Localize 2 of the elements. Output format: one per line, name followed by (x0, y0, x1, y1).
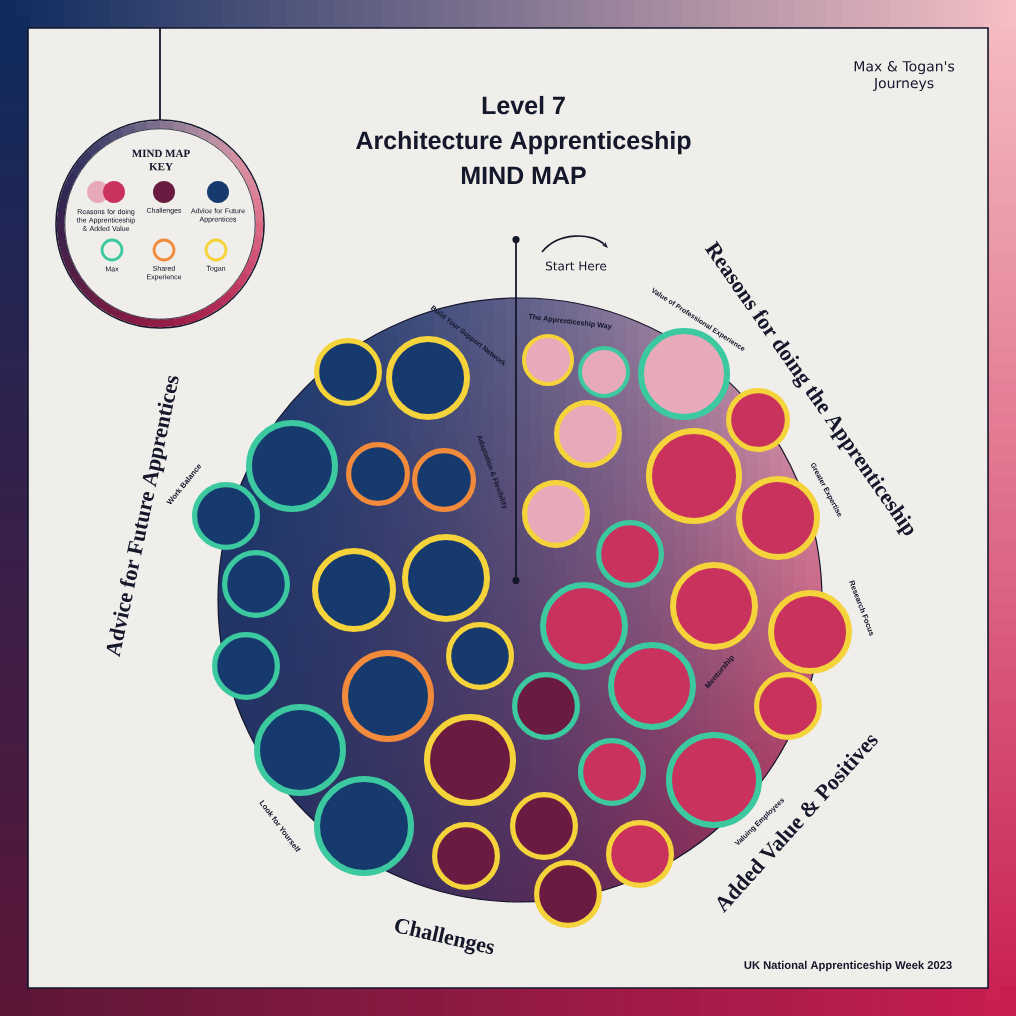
title: Level 7 Architecture Apprenticeship MIND MAP (356, 95, 691, 185)
section-heading: Challenges (395, 919, 494, 955)
